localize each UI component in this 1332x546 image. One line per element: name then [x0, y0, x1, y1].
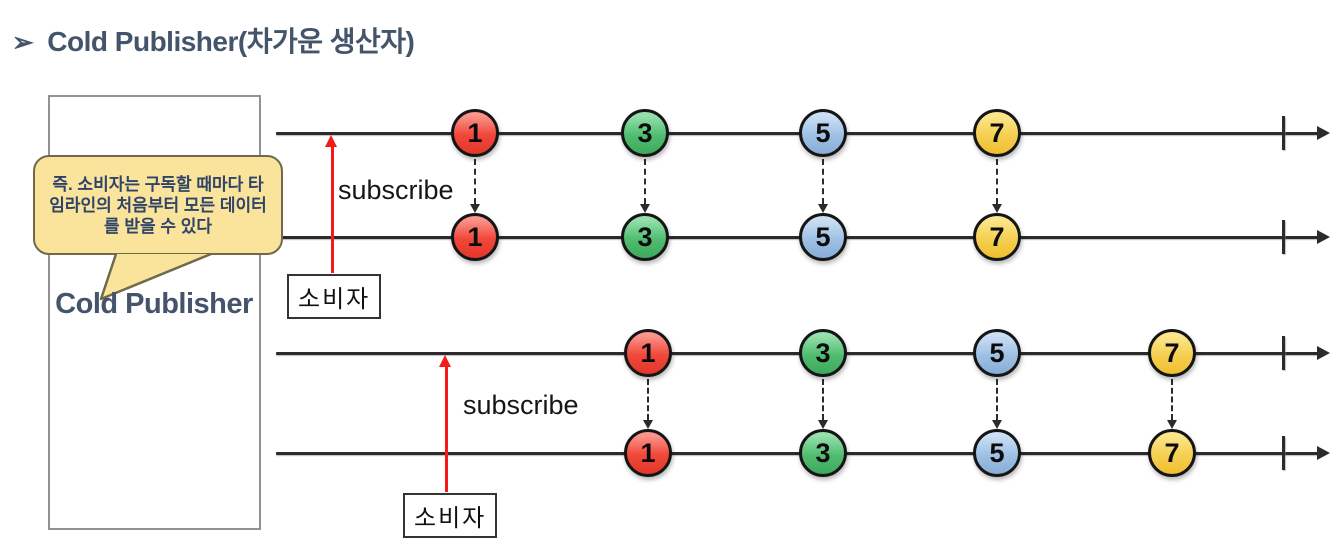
consumer-label-1: 소비자: [287, 274, 382, 319]
marble-source-2-1: 1: [624, 329, 672, 377]
marble-source-1-5: 5: [799, 109, 847, 157]
marble-replay-connector-2-3: [822, 379, 824, 420]
marble-source-2-5: 5: [973, 329, 1021, 377]
arrow-bullet-icon: ➢: [12, 27, 34, 57]
timeline-subscriber-1: [276, 236, 1318, 239]
marble-replay-arrowhead-1-1: [470, 204, 480, 213]
marble-replay-arrowhead-1-3: [640, 204, 650, 213]
callout-tail: [99, 253, 212, 301]
marble-source-1-7: 7: [973, 109, 1021, 157]
marble-replay-connector-1-3: [644, 159, 646, 204]
marble-replay-arrowhead-1-5: [818, 204, 828, 213]
marble-replay-arrowhead-2-1: [643, 420, 653, 429]
timeline-arrowhead-source-1: [1317, 126, 1330, 140]
subscribe-label-2: subscribe: [463, 390, 579, 420]
subscribe-arrow-1: [331, 146, 334, 273]
marble-replay-arrowhead-2-7: [1167, 420, 1177, 429]
timeline-complete-tick-source-2: [1282, 336, 1285, 370]
marble-subscriber-2-5: 5: [973, 429, 1021, 477]
cold-publisher-label: Cold Publisher: [55, 288, 253, 320]
timeline-arrowhead-subscriber-2: [1317, 446, 1330, 460]
marble-source-1-3: 3: [621, 109, 669, 157]
marble-replay-arrowhead-2-5: [992, 420, 1002, 429]
marble-subscriber-1-1: 1: [451, 213, 499, 261]
subscribe-arrowhead-2: [439, 355, 451, 367]
consumer-label-2: 소비자: [403, 493, 498, 538]
marble-replay-connector-1-1: [474, 159, 476, 204]
marble-replay-connector-2-1: [647, 379, 649, 420]
marble-source-1-1: 1: [451, 109, 499, 157]
marble-subscriber-1-7: 7: [973, 213, 1021, 261]
timeline-source-2: [276, 352, 1318, 355]
marble-subscriber-1-3: 3: [621, 213, 669, 261]
timeline-arrowhead-subscriber-1: [1317, 230, 1330, 244]
marble-subscriber-2-7: 7: [1148, 429, 1196, 477]
timeline-complete-tick-subscriber-2: [1282, 436, 1285, 470]
subscribe-label-1: subscribe: [338, 175, 454, 205]
timeline-arrowhead-source-2: [1317, 346, 1330, 360]
subscribe-arrow-2: [445, 366, 448, 492]
marble-replay-arrowhead-2-3: [818, 420, 828, 429]
callout-text-line3: 를 받을 수 있다: [103, 216, 212, 236]
marble-source-2-3: 3: [799, 329, 847, 377]
timeline-complete-tick-subscriber-1: [1282, 220, 1285, 254]
callout-text-line1: 즉. 소비자는 구독할 때마다 타: [52, 174, 264, 194]
subscribe-arrowhead-1: [325, 135, 337, 147]
marble-subscriber-2-3: 3: [799, 429, 847, 477]
timeline-complete-tick-source-1: [1282, 116, 1285, 150]
marble-replay-arrowhead-1-7: [992, 204, 1002, 213]
marble-replay-connector-1-5: [822, 159, 824, 204]
marble-replay-connector-1-7: [996, 159, 998, 204]
slide-title-text: Cold Publisher(차가운 생산자): [47, 26, 415, 57]
callout-text-line2: 임라인의 처음부터 모든 데이터: [49, 195, 267, 215]
timeline-subscriber-2: [276, 452, 1318, 455]
slide-title: ➢ Cold Publisher(차가운 생산자): [12, 20, 415, 60]
marble-replay-connector-2-5: [996, 379, 998, 420]
timeline-source-1: [276, 132, 1318, 135]
marble-source-2-7: 7: [1148, 329, 1196, 377]
callout-bubble: 즉. 소비자는 구독할 때마다 타 임라인의 처음부터 모든 데이터 를 받을 …: [33, 155, 283, 255]
marble-subscriber-2-1: 1: [624, 429, 672, 477]
marble-replay-connector-2-7: [1171, 379, 1173, 420]
marble-subscriber-1-5: 5: [799, 213, 847, 261]
